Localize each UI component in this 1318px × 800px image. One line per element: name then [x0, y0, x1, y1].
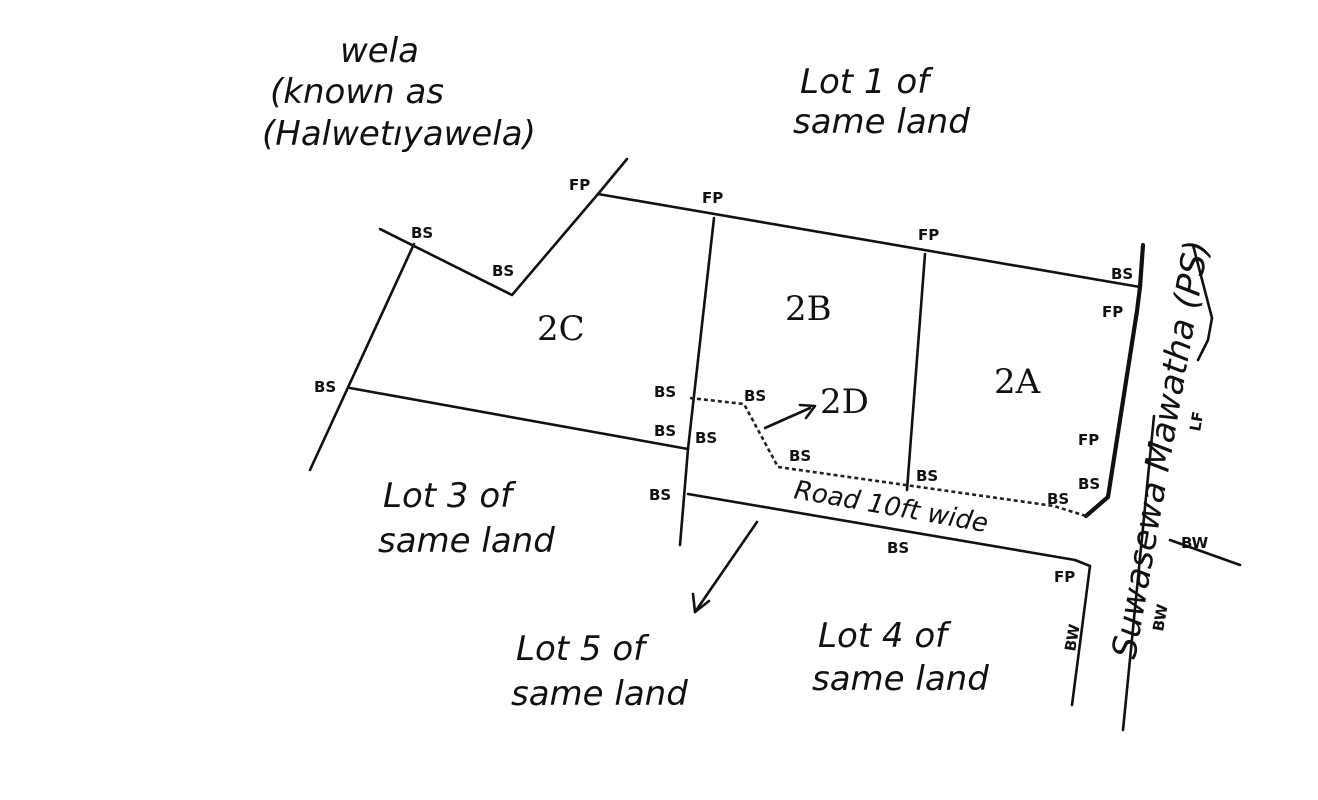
lot1-label-line1: Lot 1 of	[800, 62, 934, 102]
wela-label-line2: (known as	[270, 72, 444, 112]
bs-marker: BS	[887, 539, 909, 557]
2d-arrow	[763, 406, 812, 430]
lot4-label-line2: same land	[812, 659, 989, 699]
bs-marker: BS	[411, 224, 433, 242]
lot3-label-line2: same land	[378, 521, 555, 561]
lot3-boundary	[348, 386, 690, 451]
northwest-diagonal	[596, 157, 629, 196]
fp-marker: FP	[1102, 303, 1123, 321]
bs-marker: BS	[789, 447, 811, 465]
fp-marker: FP	[702, 189, 723, 207]
lot-2d-label: 2D	[820, 382, 869, 422]
lot-identifiers: 2C 2B 2A 2D	[537, 289, 1041, 422]
fp-marker: FP	[569, 176, 590, 194]
bs-marker: BS	[649, 486, 671, 504]
bs-marker: BS	[654, 422, 676, 440]
lot3-label-line1: Lot 3 of	[383, 476, 517, 516]
east-boundary-thick	[1083, 242, 1146, 519]
west-boundary	[308, 242, 416, 472]
lot-2b-label: 2B	[785, 289, 832, 329]
bw-marker: BW	[1181, 534, 1209, 552]
lot-2c-label: 2C	[537, 309, 585, 349]
lot5-arrow	[693, 520, 759, 614]
fp-marker: FP	[1054, 568, 1075, 586]
street-label: Suwasewa Mawatha (PS)	[1104, 237, 1217, 661]
fp-marker: FP	[1078, 431, 1099, 449]
road-south-edge	[686, 492, 1092, 568]
area-labels: wela (known as (Halwetıyawela) Lot 1 of …	[262, 31, 1217, 714]
bs-marker: BS	[1111, 265, 1133, 283]
bs-marker: BS	[1047, 490, 1069, 508]
wela-label-line1: wela	[340, 31, 419, 71]
bs-marker: BS	[314, 378, 336, 396]
lot4-label-line1: Lot 4 of	[818, 616, 952, 656]
northwest-jog	[378, 192, 600, 297]
2d-boundary-dashed	[689, 396, 1087, 518]
bw-marker: BW	[1149, 602, 1172, 632]
bs-marker: BS	[654, 383, 676, 401]
lf-marker: LF	[1186, 410, 1207, 433]
2c-2b-divider	[678, 216, 716, 547]
north-boundary	[596, 192, 1142, 289]
lot5-label-line1: Lot 5 of	[516, 629, 650, 669]
wela-label-line3: (Halwetıyawela)	[262, 114, 536, 154]
lot1-label-line2: same land	[793, 102, 970, 142]
lot5-label-line2: same land	[511, 674, 688, 714]
east-fp-vertical	[1070, 564, 1092, 707]
bs-marker: BS	[1078, 475, 1100, 493]
bs-marker: BS	[492, 262, 514, 280]
2b-2a-divider	[905, 252, 927, 492]
street-west-edge	[1121, 414, 1156, 732]
survey-markers: BS BS BS BS BS BS BS BS BS BS BS BS BS B…	[314, 176, 1209, 653]
bs-marker: BS	[744, 387, 766, 405]
bw-marker: BW	[1061, 622, 1084, 652]
street-east-edge	[1191, 243, 1214, 362]
lot5-arrowhead	[691, 592, 711, 614]
lot-2a-label: 2A	[994, 362, 1041, 402]
street-bw-line	[1168, 538, 1242, 567]
boundary-lines	[308, 157, 1242, 732]
2d-arrowhead	[798, 403, 817, 420]
fp-marker: FP	[918, 226, 939, 244]
bs-marker: BS	[916, 467, 938, 485]
bs-marker: BS	[695, 429, 717, 447]
